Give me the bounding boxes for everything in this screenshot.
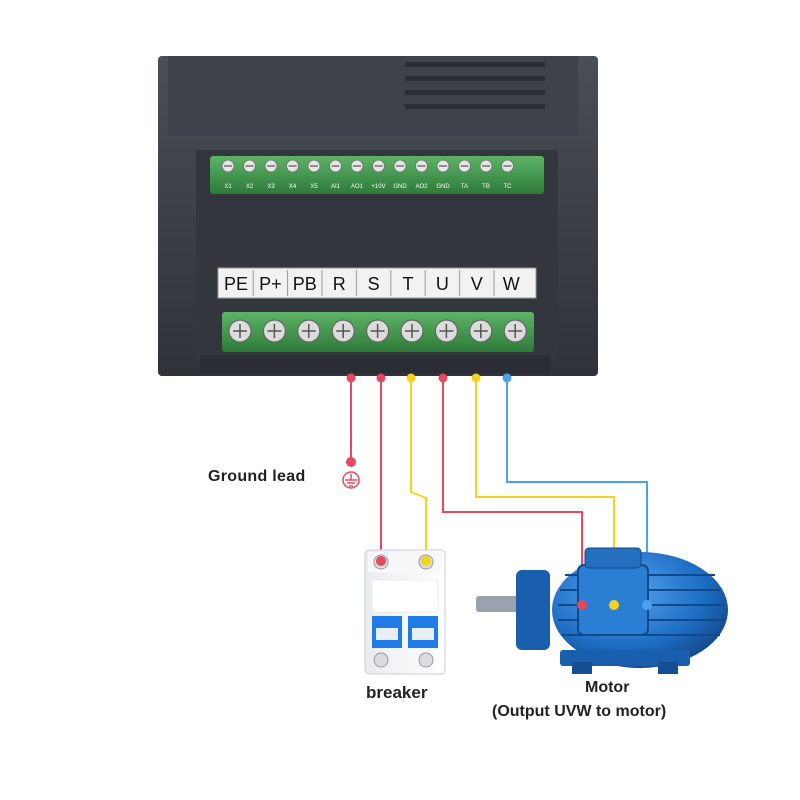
- control-terminal-screw-icon: [415, 159, 428, 173]
- wire-start-dot: [376, 373, 386, 383]
- wire-start-dot: [471, 373, 481, 383]
- power-terminal-screw-icon: [331, 319, 355, 343]
- wire-start-dot: [406, 373, 416, 383]
- power-terminal-label: PB: [293, 274, 317, 294]
- wire-motor-w: [506, 378, 648, 605]
- vent-slots: [405, 62, 545, 109]
- wire-end-dot: [376, 556, 386, 566]
- power-terminal-screw-icon: [366, 319, 390, 343]
- power-terminal-screw-icon: [503, 319, 527, 343]
- power-terminal-label: R: [333, 274, 346, 294]
- control-terminal-screw-icon: [264, 159, 278, 173]
- power-terminal-screw-icon: [434, 319, 458, 343]
- control-terminal-label: GND: [393, 184, 407, 190]
- power-terminal-screw-icon: [228, 319, 252, 343]
- wire-end-dot: [421, 556, 431, 566]
- control-terminal-screw-icon: [307, 159, 321, 173]
- control-terminal-label: AO1: [351, 184, 364, 190]
- motor-output-note: (Output UVW to motor): [492, 703, 667, 720]
- power-terminal-screw-icon: [400, 319, 424, 343]
- control-terminal-screw-icon: [436, 159, 450, 173]
- power-terminal-label: W: [503, 274, 520, 294]
- power-terminal-label: S: [368, 274, 380, 294]
- control-terminal-screw-icon: [372, 159, 385, 173]
- wire-end-dot: [346, 457, 356, 467]
- control-terminal-strip: X1 X2 X3 X4 X5 AI1 AO1 +10V GND AO2 GND TA TB TC: [210, 156, 544, 194]
- power-terminal-label: V: [471, 274, 483, 294]
- power-terminal-label: P+: [259, 274, 282, 294]
- breaker-label: breaker: [366, 683, 428, 702]
- control-terminal-screw-icon: [393, 159, 407, 173]
- ground-lead-label: Ground lead: [208, 468, 306, 485]
- control-terminal-label: X1: [224, 184, 232, 190]
- control-terminal-screw-icon: [221, 159, 235, 173]
- control-terminal-screw-icon: [501, 159, 514, 173]
- control-terminal-label: AO2: [415, 184, 428, 190]
- control-terminal-label: TB: [482, 184, 490, 190]
- motor-icon: [476, 547, 728, 674]
- control-terminal-label: TC: [504, 184, 513, 190]
- power-terminal-label: T: [403, 274, 414, 294]
- wire-start-dot: [438, 373, 448, 383]
- wire-breaker-2: [410, 378, 427, 561]
- power-terminal-block: [200, 312, 550, 373]
- wire-end-markers: [346, 373, 652, 610]
- control-terminal-screw-icon: [350, 159, 364, 173]
- motor-label: Motor: [585, 679, 630, 696]
- power-terminal-screw-icon: [262, 319, 286, 343]
- power-terminal-label: PE: [224, 274, 248, 294]
- control-terminal-label: X2: [246, 184, 254, 190]
- wire-end-dot: [609, 600, 619, 610]
- control-terminal-label: AI1: [331, 184, 341, 190]
- ground-symbol-icon: [342, 471, 360, 489]
- wire-motor-u: [442, 378, 583, 605]
- power-terminal-screw-icon: [469, 319, 493, 343]
- wire-end-dot: [577, 600, 587, 610]
- wire-start-dot: [346, 373, 356, 383]
- control-terminal-screw-icon: [243, 159, 256, 173]
- power-terminal-screw-icon: [297, 319, 321, 343]
- control-terminal-screw-icon: [329, 159, 342, 173]
- control-terminal-label: X5: [310, 184, 318, 190]
- control-terminal-screw-icon: [286, 159, 299, 173]
- control-terminal-label: +10V: [371, 184, 385, 190]
- control-terminal-label: X3: [267, 184, 275, 190]
- control-terminal-label: TA: [461, 184, 468, 190]
- wire-end-dot: [642, 600, 652, 610]
- power-terminal-label: U: [436, 274, 449, 294]
- wire-start-dot: [502, 373, 512, 383]
- control-terminal-label: GND: [436, 184, 450, 190]
- breaker-icon: [364, 549, 446, 675]
- control-terminal-screw-icon: [479, 159, 493, 173]
- control-terminal-screw-icon: [458, 159, 471, 173]
- control-terminal-label: X4: [289, 184, 297, 190]
